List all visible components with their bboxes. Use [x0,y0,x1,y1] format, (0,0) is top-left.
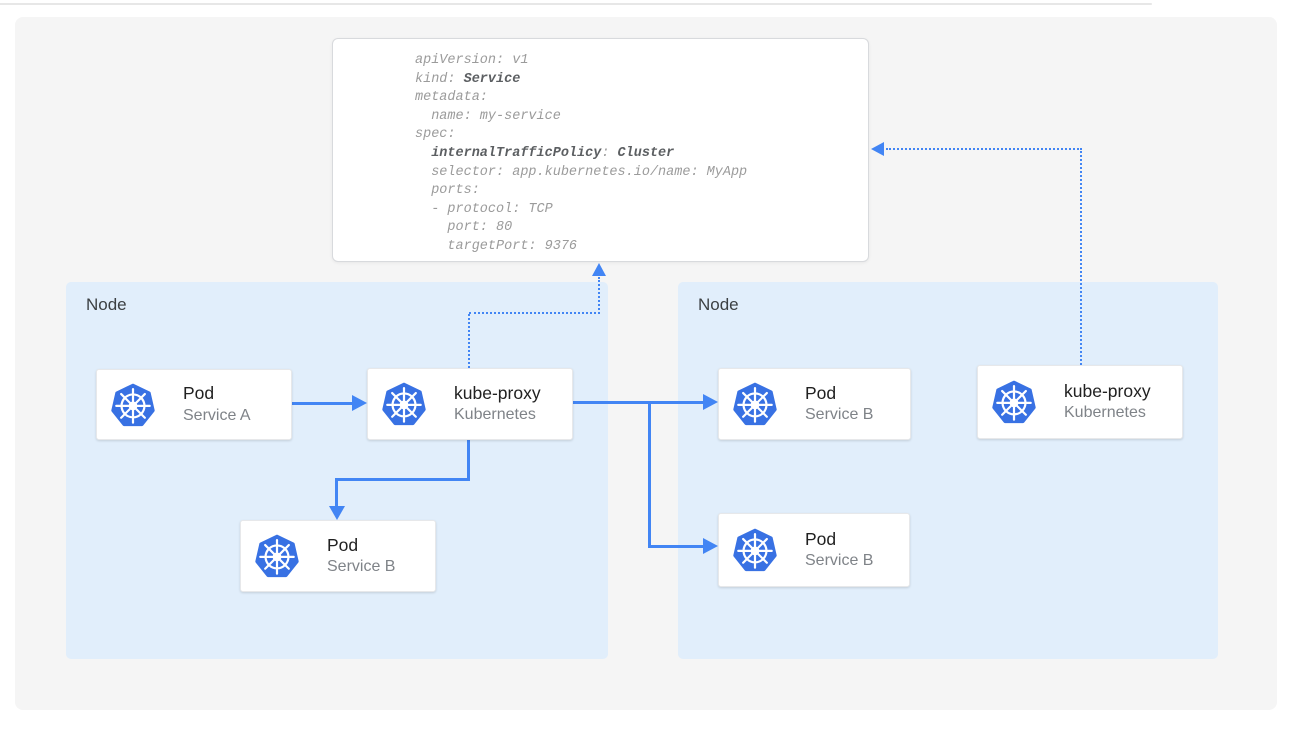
card-kube-proxy-right: kube-proxy Kubernetes [977,365,1183,439]
card-pod-service-b-right-top: Pod Service B [718,368,911,440]
card-title: kube-proxy [454,382,541,403]
yaml-code-line: name: my-service [415,108,561,124]
dotted-right-horizontal [886,148,1082,150]
card-subtitle: Kubernetes [454,406,536,424]
card-subtitle: Service B [327,558,396,576]
arrow-kubeproxy-to-podb-left-h [335,478,470,481]
yaml-code-line: spec: [415,127,456,143]
kubernetes-icon [111,383,155,426]
service-yaml-card: apiVersion: v1 kind: Service metadata: nam… [332,38,869,262]
yaml-code-line: kind: Service [415,71,521,87]
card-title: Pod [805,528,837,549]
card-subtitle: Service A [183,406,251,424]
kubernetes-icon-mount [733,528,777,572]
kubernetes-icon-mount [733,382,777,426]
top-divider [0,3,1152,5]
dotted-left-arrowhead [592,263,606,276]
kubernetes-icon-mount [382,382,426,426]
card-subtitle: Kubernetes [1064,404,1146,422]
kubernetes-icon [992,380,1036,424]
arrow-poda-to-kubeproxy-head [352,395,367,411]
card-subtitle: Service B [805,406,874,424]
yaml-code-line: selector: app.kubernetes.io/name: MyApp [415,164,748,180]
kubernetes-icon [733,382,777,426]
arrow-poda-to-kubeproxy-line [292,402,354,405]
card-pod-service-b-left: Pod Service B [240,520,436,592]
dotted-right-vertical-from-kubeproxy [1080,151,1082,365]
kubernetes-icon [382,382,426,426]
yaml-code-line: port: 80 [415,220,513,236]
node-right-label: Node [698,295,739,314]
dotted-right-arrowhead [871,142,884,156]
kubernetes-icon-mount [255,534,299,578]
arrow-kubeproxy-to-podb-left-v1 [467,440,470,481]
yaml-code-line: internalTrafficPolicy: Cluster [431,145,675,161]
arrow-to-podb-right-bottom-head [703,538,718,554]
kubernetes-icon-mount [992,380,1036,424]
card-subtitle: Service B [805,552,874,570]
card-title: Pod [805,382,837,403]
arrow-kubeproxy-to-right-main [573,401,704,404]
kubernetes-icon [255,534,299,578]
card-kube-proxy-left: kube-proxy Kubernetes [367,368,573,440]
yaml-code-line: targetPort: 9376 [415,238,578,254]
kubernetes-icon-mount [111,383,155,427]
arrow-kubeproxy-to-podb-left-v2 [335,481,338,507]
card-title: Pod [183,383,215,404]
arrow-to-podb-right-top-head [703,394,718,410]
node-right: Node [678,282,1218,659]
yaml-code-line: apiVersion: v1 [415,53,529,68]
card-title: kube-proxy [1064,380,1151,401]
card-title: Pod [327,534,359,555]
yaml-code-line: ports: [415,183,480,199]
arrow-kubeproxy-to-podb-left-head [329,506,345,520]
dotted-left-vertical-to-yaml [598,277,600,314]
node-left-label: Node [86,295,127,314]
yaml-code: apiVersion: v1 kind: Service metadata: nam… [415,52,868,257]
card-pod-service-b-right-bottom: Pod Service B [718,513,910,587]
arrow-branch-vertical [648,401,651,548]
node-left: Node [66,282,608,659]
kubernetes-icon [733,528,777,572]
yaml-code-line: metadata: [415,90,488,106]
dotted-left-vertical-from-kubeproxy [468,314,470,368]
card-pod-service-a: Pod Service A [96,369,292,440]
dotted-left-horizontal [469,312,600,314]
arrow-branch-horizontal [648,545,704,548]
yaml-code-line: - protocol: TCP [415,201,553,217]
